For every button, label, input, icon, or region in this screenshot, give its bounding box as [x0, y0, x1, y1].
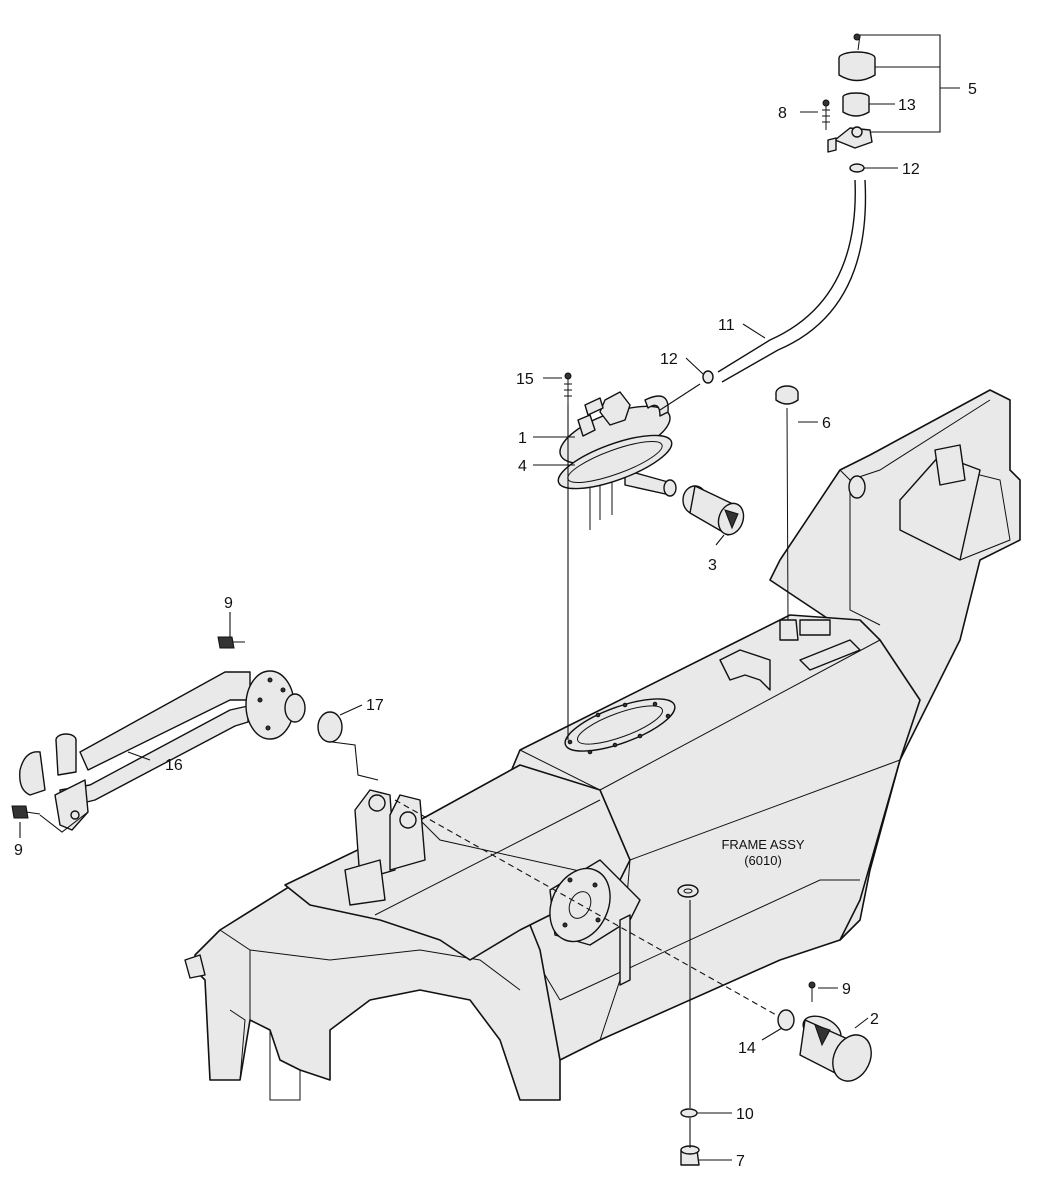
fuel-sender-unit — [559, 391, 677, 530]
frame-flange-plate — [549, 859, 641, 946]
callout-9-upper: 9 — [224, 595, 233, 612]
suction-strainer — [682, 485, 745, 536]
o-ring-lower — [702, 370, 714, 384]
callout-12-lower: 12 — [660, 351, 678, 368]
frame-grommet — [677, 884, 699, 898]
frame-assembly — [184, 389, 1021, 1101]
callout-8: 8 — [778, 105, 787, 122]
breather-hose — [717, 179, 856, 373]
callout-15: 15 — [516, 371, 534, 388]
callout-10: 10 — [736, 1106, 754, 1123]
callout-5: 6 — [822, 415, 831, 432]
suction-pipe — [19, 670, 306, 831]
filter-o-ring — [777, 1009, 795, 1031]
callout-11: 11 — [718, 317, 735, 334]
drain-gasket — [680, 1108, 698, 1118]
screw-part-15 — [564, 372, 572, 405]
callout-2: 2 — [870, 1011, 879, 1028]
return-filter — [799, 1015, 872, 1082]
level-gauge-dipstick — [775, 385, 799, 641]
screw-part-9-lower — [808, 981, 816, 1002]
frame-caption-line2: (6010) — [744, 853, 782, 868]
callout-7: 7 — [736, 1153, 745, 1170]
callout-16: 16 — [165, 757, 183, 774]
callout-9-left: 9 — [14, 842, 23, 859]
sender-gasket — [557, 434, 673, 490]
callout-3: 3 — [708, 557, 717, 574]
frame-mount-hole — [848, 475, 866, 499]
flange-o-ring — [317, 711, 343, 743]
leader-lines — [19, 34, 960, 1161]
screw-part-9-upper — [217, 636, 245, 649]
callout-9-lower: 9 — [842, 981, 851, 998]
callout-4: 4 — [518, 458, 527, 475]
frame-caption-line1: FRAME ASSY — [721, 837, 804, 852]
callout-13: 13 — [898, 97, 916, 114]
tank-access-opening — [564, 698, 676, 755]
screw-part-9-left — [11, 805, 41, 819]
drain-plug — [680, 1145, 700, 1166]
callout-1: 1 — [518, 430, 527, 447]
screw-part-8 — [822, 99, 830, 130]
frame-pivot-lugs — [344, 789, 426, 906]
callout-17: 17 — [366, 697, 384, 714]
callout-labels: 5 13 8 12 11 12 15 1 4 6 3 9 17 16 9 9 2… — [14, 81, 977, 1170]
callout-12-upper: 12 — [902, 161, 920, 178]
callout-6: 5 — [968, 81, 977, 98]
callout-14: 14 — [738, 1040, 756, 1057]
breather-cap-assembly — [827, 33, 876, 153]
o-ring-upper — [849, 163, 865, 173]
